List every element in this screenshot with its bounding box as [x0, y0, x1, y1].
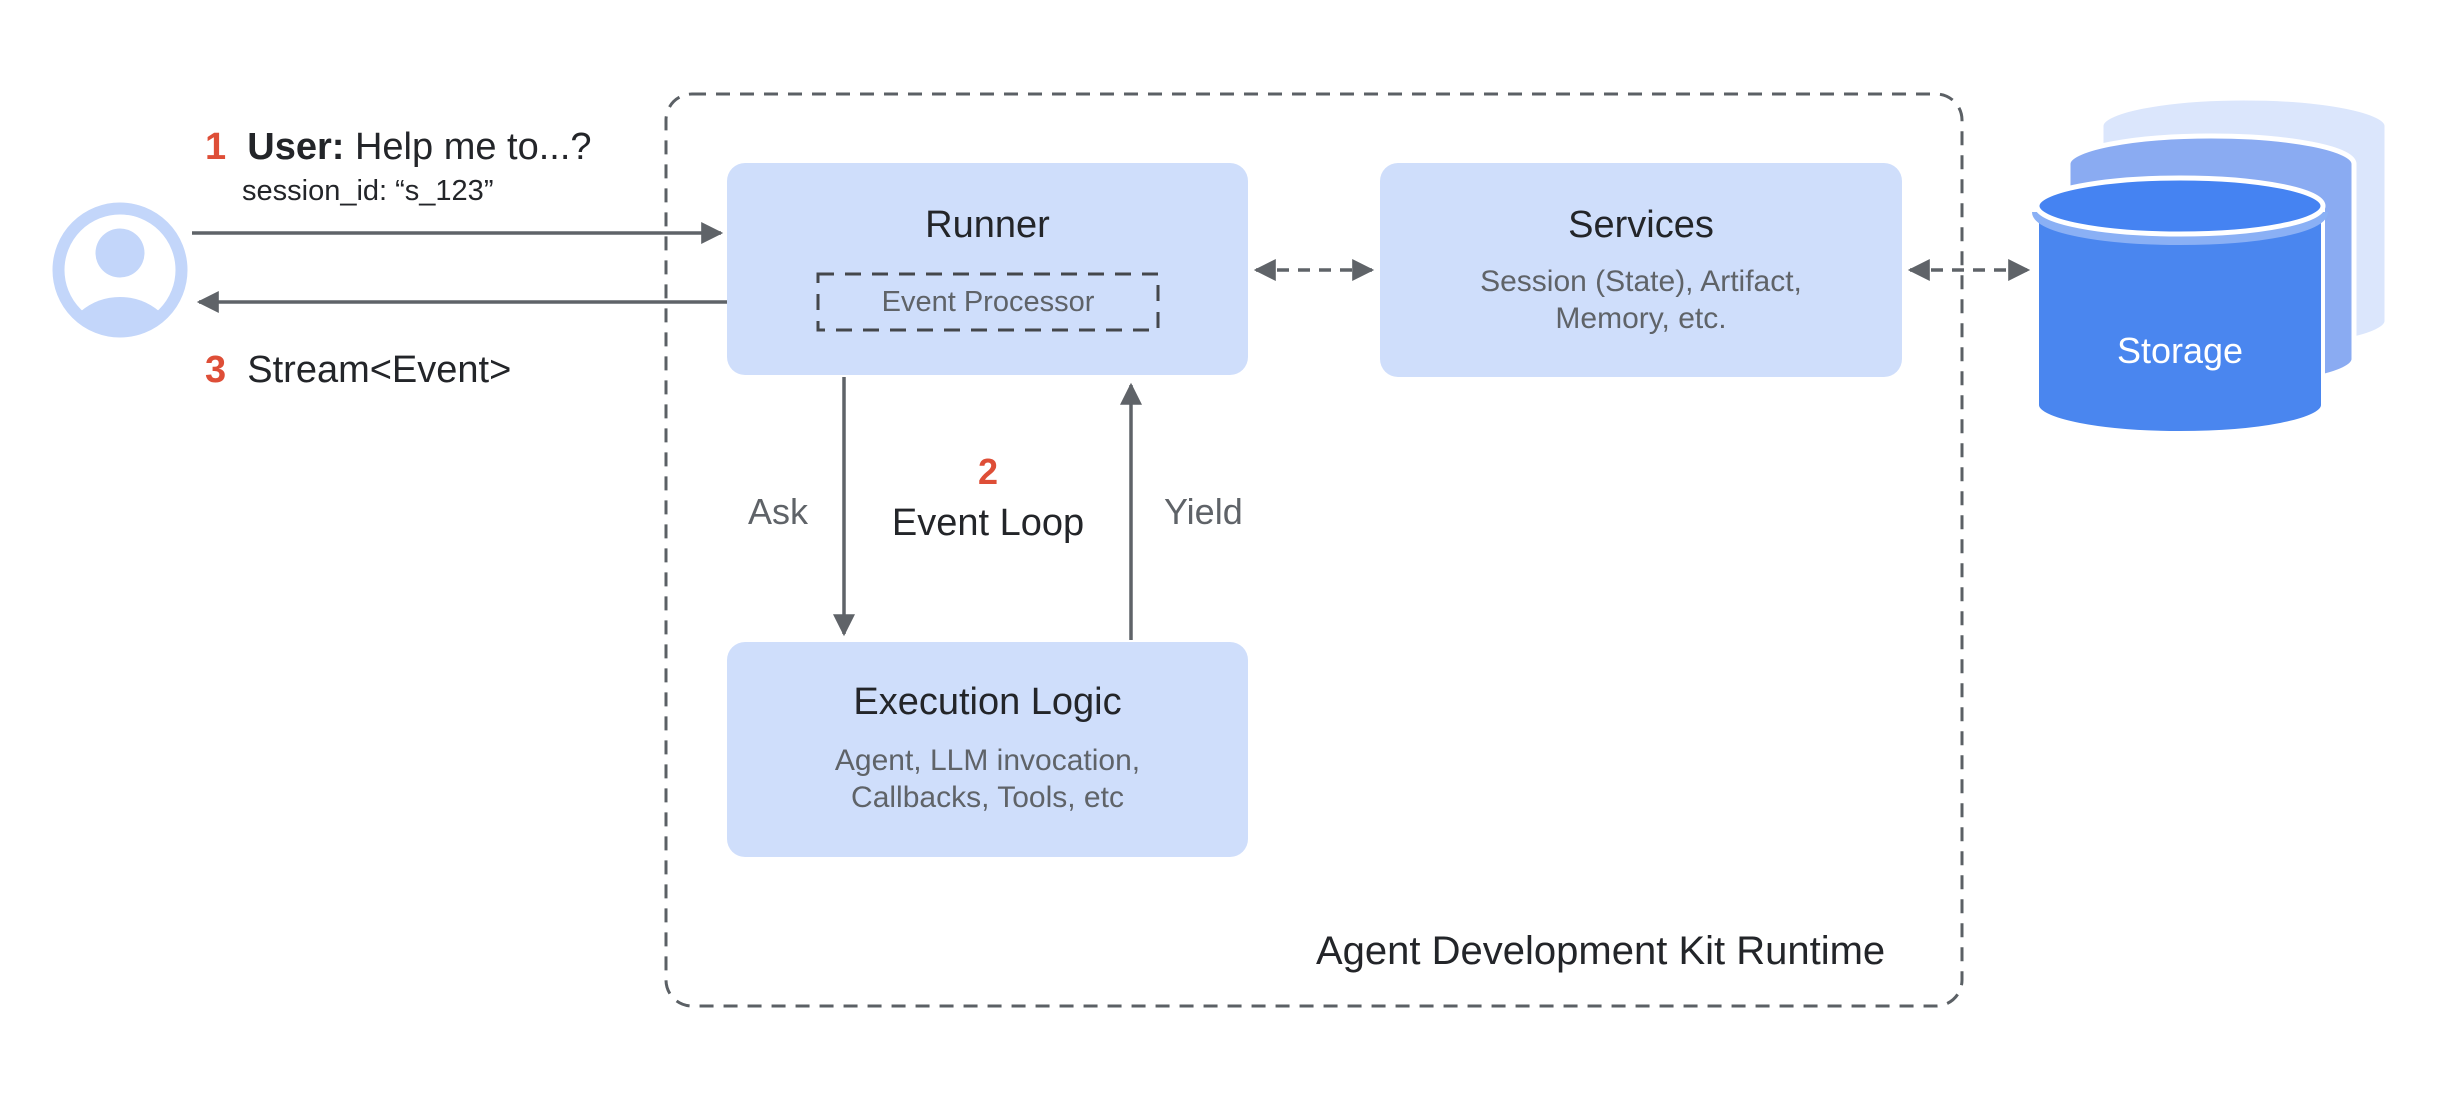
storage-cylinder-front — [2035, 180, 2325, 435]
services-node: Services Session (State), Artifact, Memo… — [1380, 163, 1902, 377]
services-description-line2: Memory, etc. — [1555, 302, 1727, 335]
account-circle-icon — [52, 202, 188, 338]
step3-label: Stream<Event> — [247, 349, 512, 391]
ask-edge-label: Ask — [748, 491, 809, 532]
storage-cylinder-back — [2098, 95, 2390, 352]
yield-edge-label: Yield — [1164, 491, 1243, 532]
storage-cylinder-rim — [2032, 211, 2328, 245]
step1-message: Help me to...? — [354, 126, 592, 168]
execution-logic-node: Execution Logic Agent, LLM invocation, C… — [727, 642, 1248, 857]
step3-number: 3 — [205, 349, 227, 391]
step2-number: 2 — [977, 451, 999, 492]
runtime-container-label: Agent Development Kit Runtime — [1316, 929, 1886, 973]
storage-cylinder-lid — [2034, 175, 2326, 237]
execution-logic-title: Execution Logic — [853, 681, 1122, 723]
services-title: Services — [1568, 204, 1714, 246]
step1-annotation: 1 User: Help me to...? session_id: “s_12… — [205, 126, 592, 207]
execution-logic-description-line1: Agent, LLM invocation, — [834, 744, 1141, 777]
step1-session-id: session_id: “s_123” — [242, 175, 494, 207]
storage-label: Storage — [2116, 330, 2244, 371]
event-loop-label: Event Loop — [891, 502, 1085, 544]
event-processor-label: Event Processor — [881, 285, 1095, 318]
step1-speaker: User: — [247, 126, 345, 168]
execution-logic-description: Agent, LLM invocation, Callbacks, Tools,… — [727, 742, 1248, 816]
step3-annotation: 3 Stream<Event> — [205, 349, 511, 391]
services-description-line1: Session (State), Artifact, — [1480, 265, 1802, 298]
database-cylinders-icon — [2032, 95, 2390, 435]
step1-line: 1 User: Help me to...? — [205, 126, 592, 168]
services-description: Session (State), Artifact, Memory, etc. — [1380, 263, 1902, 337]
runner-node: Runner — [727, 163, 1248, 375]
runner-title: Runner — [925, 204, 1050, 246]
step2-annotation: 2 Event Loop — [838, 451, 1138, 545]
step1-number: 1 — [205, 126, 227, 168]
execution-logic-description-line2: Callbacks, Tools, etc — [851, 781, 1124, 814]
